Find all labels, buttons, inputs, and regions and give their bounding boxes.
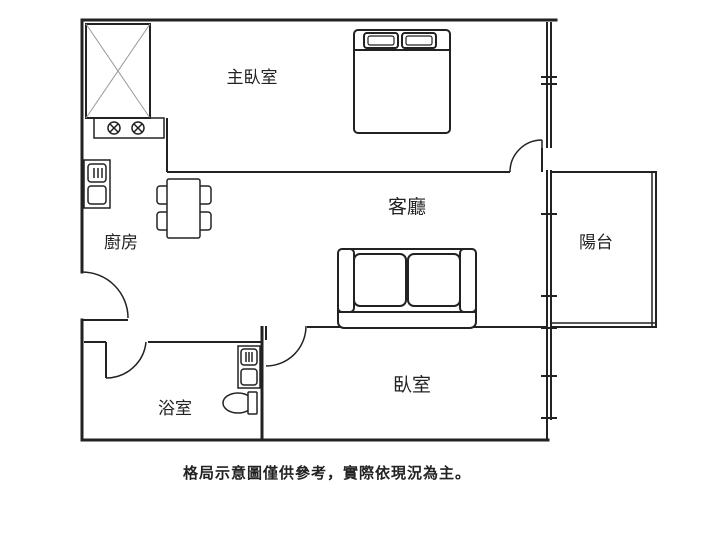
balcony-walls	[550, 171, 657, 328]
sofa-icon	[337, 248, 477, 329]
bathroom-sink-icon	[237, 345, 261, 389]
dining-table-icon	[156, 178, 212, 239]
east-wall	[541, 22, 557, 440]
kitchen-sink-icon	[83, 159, 111, 209]
room-label-living-room: 客廳	[388, 196, 426, 218]
stove-icon	[93, 117, 165, 139]
toilet-icon	[222, 391, 258, 415]
door-swings	[81, 139, 543, 379]
room-label-bathroom: 浴室	[158, 399, 192, 419]
disclaimer-caption: 格局示意圖僅供參考，實際依現況為主。	[182, 464, 471, 482]
closet-icon	[85, 23, 151, 119]
interior-walls	[82, 118, 547, 440]
room-label-kitchen: 廚房	[104, 232, 138, 253]
outer-walls	[80, 18, 558, 442]
room-label-balcony: 陽台	[579, 233, 613, 253]
room-label-master-bedroom: 主臥室	[227, 68, 278, 88]
bed-icon	[353, 29, 451, 134]
room-label-bedroom: 臥室	[393, 374, 431, 396]
